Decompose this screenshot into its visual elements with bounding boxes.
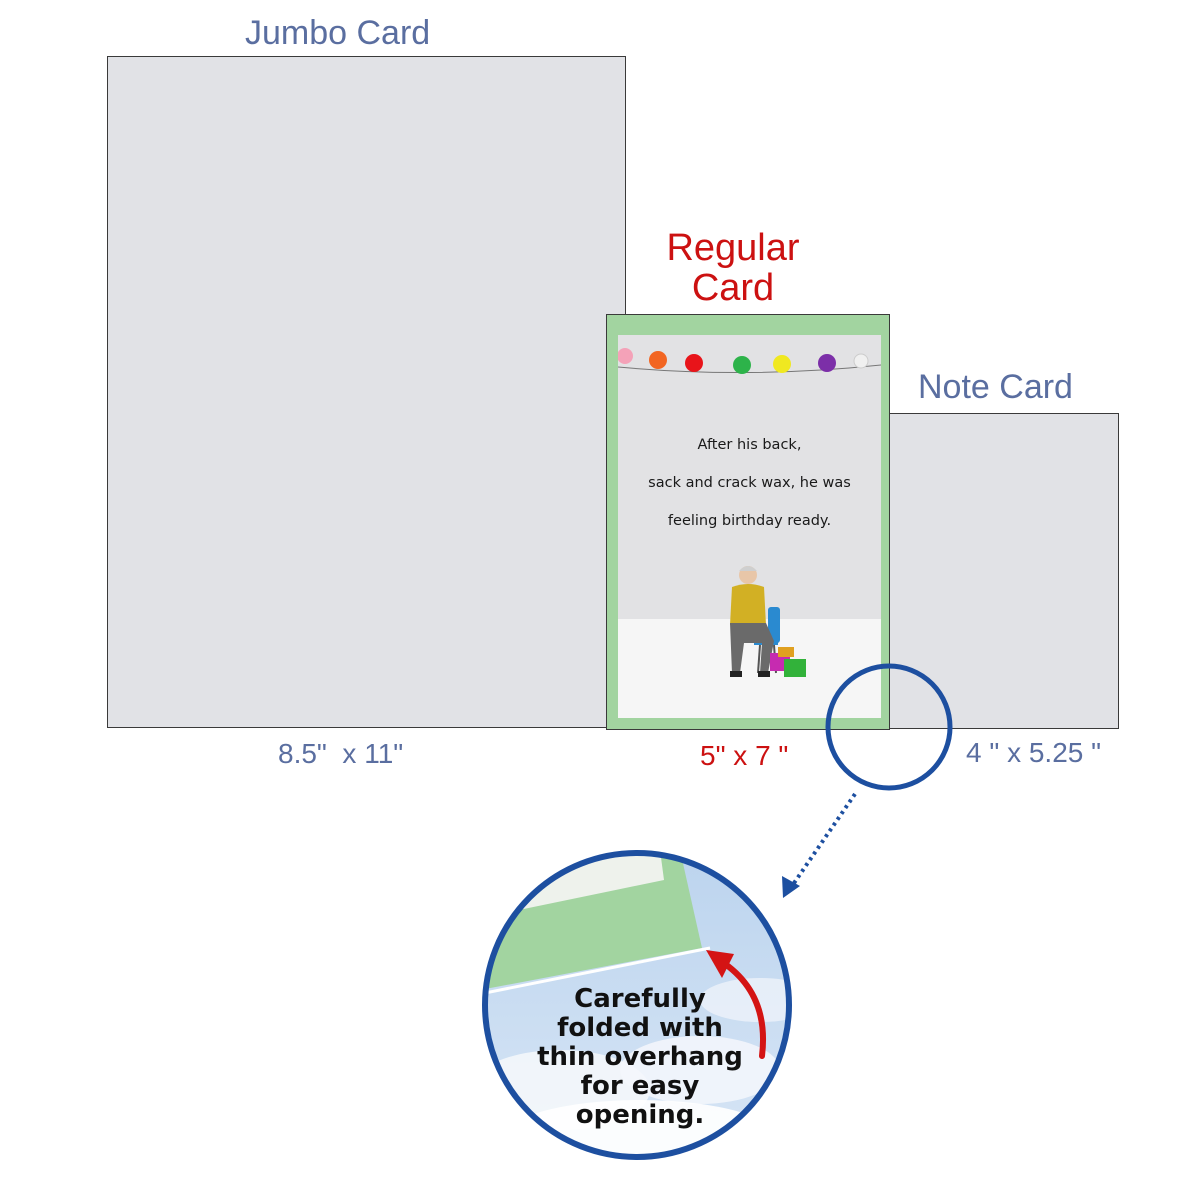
card-text-line-2: sack and crack wax, he was bbox=[648, 475, 851, 491]
callout-caption: Carefully folded with thin overhang for … bbox=[520, 985, 760, 1130]
pompom-green bbox=[733, 356, 751, 374]
callout-line-1: Carefully bbox=[574, 984, 706, 1014]
regular-card-size: 5" x 7 " bbox=[700, 740, 789, 771]
card-text-line-1: After his back, bbox=[697, 437, 802, 453]
note-card-size: 4 " x 5.25 " bbox=[966, 737, 1102, 768]
regular-title-line-2: Card bbox=[691, 267, 775, 309]
callout-line-2: folded with bbox=[557, 1013, 723, 1043]
red-arrowhead bbox=[706, 950, 734, 978]
jumbo-card-title: Jumbo Card bbox=[245, 14, 431, 52]
callout-line-4: for easy bbox=[580, 1071, 700, 1101]
trousers bbox=[730, 623, 774, 673]
pompom-white bbox=[853, 353, 869, 369]
pompom-purple bbox=[818, 354, 836, 372]
pompom-pink bbox=[618, 348, 633, 364]
callout-line-5: opening. bbox=[575, 1100, 705, 1130]
connector-arrowhead bbox=[782, 876, 800, 898]
sweater bbox=[730, 584, 766, 625]
gift-green bbox=[784, 659, 806, 677]
zoom-overhang-edge bbox=[485, 946, 711, 996]
regular-title-line-1: Regular bbox=[666, 227, 800, 269]
pompom-yellow bbox=[773, 355, 791, 373]
regular-card-title: Regular Card bbox=[648, 228, 818, 308]
gift-gold bbox=[778, 647, 794, 657]
zoom-circle bbox=[482, 850, 792, 1160]
dotted-connector bbox=[790, 792, 857, 888]
callout-line-3: thin overhang bbox=[537, 1042, 743, 1072]
card-front-image: After his back, sack and crack wax, he w… bbox=[618, 335, 881, 718]
pompom-red bbox=[685, 354, 703, 372]
zoom-view bbox=[485, 853, 789, 1157]
pompom-garland bbox=[618, 348, 881, 374]
garland-string bbox=[618, 364, 881, 374]
jumbo-card bbox=[107, 56, 626, 728]
chair-back bbox=[768, 607, 780, 643]
note-card-title: Note Card bbox=[918, 368, 1073, 406]
note-card bbox=[890, 413, 1119, 729]
jumbo-card-size: 8.5" x 11" bbox=[278, 738, 404, 769]
highlight-circle bbox=[825, 663, 953, 791]
seated-figure-illustration bbox=[730, 566, 806, 677]
regular-card: After his back, sack and crack wax, he w… bbox=[606, 314, 890, 730]
card-text-line-3: feeling birthday ready. bbox=[667, 513, 832, 529]
pompom-orange bbox=[649, 351, 667, 369]
